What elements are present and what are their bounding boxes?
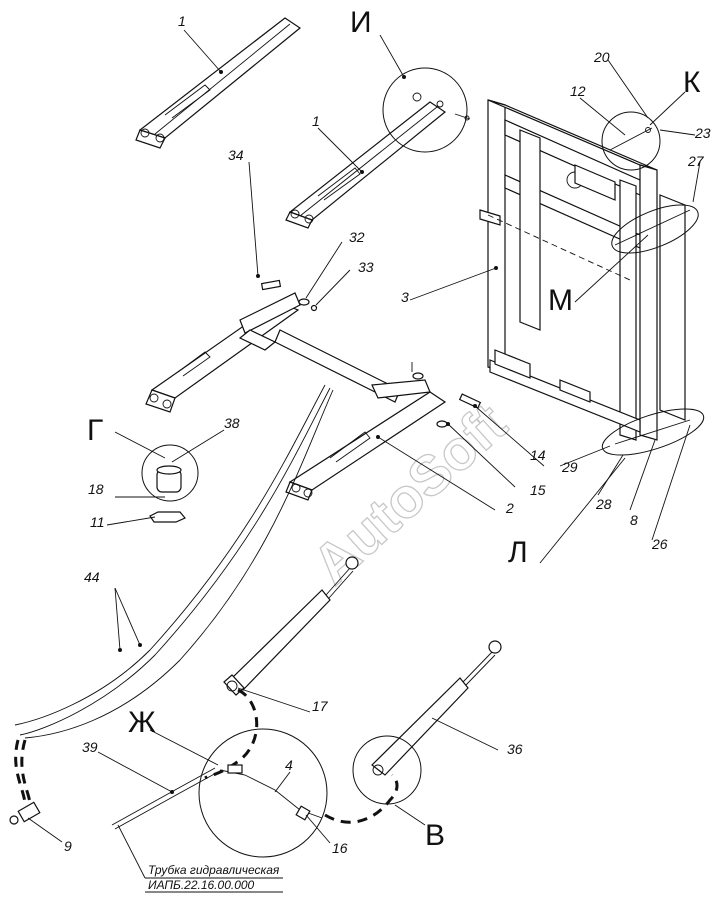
callout-26: 26	[651, 536, 668, 552]
callout-32: 32	[349, 229, 365, 245]
cylinder-part-36	[371, 640, 502, 776]
callout-2: 2	[505, 500, 514, 516]
callout-17: 17	[312, 698, 329, 714]
main-frame-part-2	[145, 292, 447, 501]
hose-dashed-left	[14, 739, 27, 806]
pin-part-34	[260, 279, 282, 291]
hose-dashed-36	[324, 773, 399, 824]
detail-letter-l: Л	[508, 536, 528, 569]
callout-38: 38	[224, 415, 240, 431]
callout-11: 11	[90, 514, 105, 530]
hose-dashed-17	[204, 688, 259, 780]
detail-ellipse-l	[601, 408, 705, 456]
callout-44: 44	[84, 569, 100, 585]
callout-34: 34	[228, 147, 244, 163]
detail-ellipse-m	[611, 204, 699, 254]
washer-part-32	[298, 298, 310, 306]
detail-circle-g	[141, 444, 199, 502]
callout-12: 12	[570, 83, 586, 99]
callout-4: 4	[285, 757, 293, 773]
tube-part-4	[111, 764, 323, 830]
hose-part-44	[14, 384, 334, 739]
callout-8: 8	[630, 512, 638, 528]
callout-36: 36	[507, 741, 523, 757]
callout-1b: 1	[312, 113, 320, 129]
callout-18: 18	[88, 481, 104, 497]
bracket-part-11	[149, 511, 186, 523]
arm-part-1-top	[135, 17, 302, 149]
callout-29: 29	[561, 459, 578, 475]
arm-part-1-second	[285, 101, 447, 229]
callout-39: 39	[82, 739, 98, 755]
callout-3: 3	[401, 289, 409, 305]
fitting-part-9	[9, 801, 41, 825]
callout-14: 14	[530, 447, 546, 463]
detail-letter-k: К	[683, 66, 701, 99]
washer-part-15	[436, 420, 448, 428]
callout-20: 20	[593, 49, 610, 65]
callout-1a: 1	[178, 13, 186, 29]
detail-circle-zh	[198, 728, 328, 858]
detail-letter-i: И	[350, 6, 372, 39]
callout-9: 9	[64, 838, 72, 854]
detail-letter-v: В	[425, 819, 445, 852]
callout-33: 33	[358, 259, 374, 275]
detail-circle-i	[382, 67, 468, 153]
bolt-part-33	[310, 304, 318, 312]
detail-letter-g: Г	[87, 414, 103, 447]
callout-16: 16	[332, 840, 348, 856]
callout-15: 15	[530, 482, 546, 498]
title-block-line1: Трубка гидравлическая	[148, 863, 280, 877]
detail-letter-m: М	[548, 284, 573, 317]
frame-part-3	[479, 99, 686, 441]
callout-28: 28	[595, 496, 612, 512]
detail-circle-k	[601, 111, 661, 171]
callout-27: 27	[687, 153, 705, 169]
detail-letter-zh: Ж	[128, 706, 156, 739]
leader-lines	[27, 29, 701, 893]
callout-23: 23	[694, 125, 711, 141]
title-block-line2: ИАПБ.22.16.00.000	[148, 878, 255, 892]
